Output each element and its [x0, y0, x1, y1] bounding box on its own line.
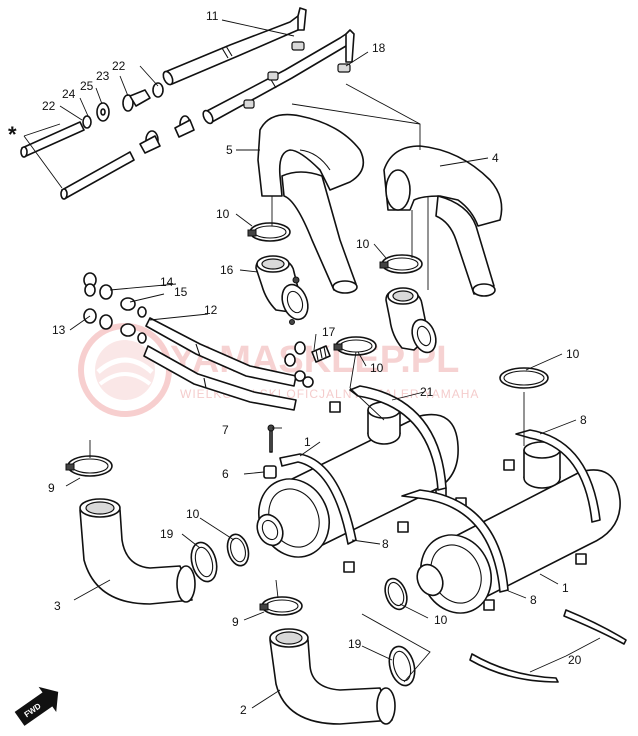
callout-18: 18	[372, 41, 386, 55]
bracket-7	[267, 424, 275, 453]
hose-clamp-10-upper-left	[247, 222, 291, 242]
forward-arrow-icon: FWD	[14, 686, 59, 726]
callout-11: 11	[206, 9, 219, 23]
rubber-strip-20	[469, 609, 627, 683]
callout-10-lower-left: 10	[186, 507, 200, 521]
callout-16: 16	[220, 263, 234, 277]
drain-fitting-17	[284, 341, 331, 388]
callout-22-top: 22	[112, 59, 126, 73]
bracket-6	[263, 465, 277, 479]
hose-clamp-10-right	[499, 367, 549, 389]
hose-clamp-small	[243, 41, 351, 109]
callout-6: 6	[222, 467, 229, 481]
callout-star: *	[8, 122, 17, 147]
callout-8-right: 8	[580, 413, 587, 427]
callout-19-left: 19	[160, 527, 174, 541]
callout-15: 15	[174, 285, 188, 299]
fitting-group-middle	[139, 115, 195, 154]
hose-clamp-10-middle	[333, 336, 377, 356]
exhaust-hose-2	[269, 628, 396, 725]
callout-12: 12	[204, 303, 218, 317]
cooling-hose-upper	[162, 7, 307, 86]
callout-23: 23	[96, 69, 110, 83]
hose-clamp-9-lower	[259, 596, 303, 616]
exhaust-hose-3	[79, 498, 196, 605]
exhaust-elbow-16	[255, 255, 309, 325]
callout-10-middle: 10	[370, 361, 384, 375]
callout-14: 14	[160, 275, 174, 289]
callout-3: 3	[54, 599, 61, 613]
callout-1-left: 1	[304, 435, 311, 449]
fitting-group-upper	[82, 82, 164, 129]
short-hose-lower	[60, 151, 135, 200]
hose-clamp-9-left	[65, 455, 113, 477]
dealer-logo-seal	[78, 323, 172, 417]
callout-labels: 11 18 22 23 25 24 22 * 5 4 10 10 16 14 1…	[8, 9, 587, 717]
coupling-19-lower	[388, 645, 416, 687]
exhaust-elbow-right	[385, 287, 437, 354]
callout-9-left: 9	[48, 481, 55, 495]
callout-10-upper-left: 10	[216, 207, 230, 221]
callout-4: 4	[492, 151, 499, 165]
callout-2: 2	[240, 703, 247, 717]
callout-10-right: 10	[566, 347, 580, 361]
callout-22-left: 22	[42, 99, 56, 113]
muffler-left	[256, 401, 459, 558]
hose-clamp-10-lower-right	[384, 577, 408, 611]
callout-10-lower-right: 10	[434, 613, 448, 627]
callout-8-lower: 8	[530, 593, 537, 607]
exhaust-riser-elbow-5	[257, 113, 365, 294]
muffler-strap-right	[401, 429, 601, 593]
callout-5: 5	[226, 143, 233, 157]
callout-7: 7	[222, 423, 229, 437]
callout-17: 17	[322, 325, 336, 339]
leader-lines	[23, 19, 601, 709]
callout-8-middle: 8	[382, 537, 389, 551]
exhaust-riser-elbow-4	[383, 145, 503, 297]
fitting-group-left	[83, 272, 147, 344]
hose-clamp-10-lower-left	[226, 533, 250, 567]
callout-20: 20	[568, 653, 582, 667]
callout-21: 21	[420, 385, 434, 399]
callout-25: 25	[80, 79, 94, 93]
callout-9-lower: 9	[232, 615, 239, 629]
callout-1-right: 1	[562, 581, 569, 595]
short-hose-upper	[20, 121, 85, 158]
callout-24: 24	[62, 87, 76, 101]
callout-19-lower: 19	[348, 637, 362, 651]
hose-clamp-10-upper-right	[379, 254, 423, 274]
callout-13: 13	[52, 323, 66, 337]
coupling-19-left	[190, 541, 218, 583]
cooling-hose-12	[143, 317, 297, 411]
callout-10-upper-right: 10	[356, 237, 370, 251]
muffler-right	[416, 441, 621, 614]
